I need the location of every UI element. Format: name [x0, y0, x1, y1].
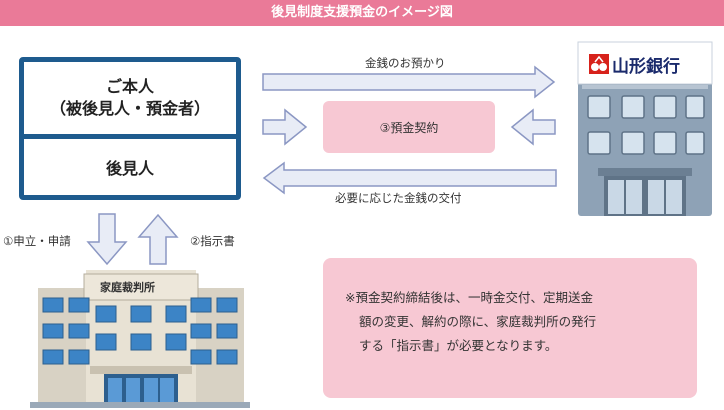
instruction-label: ②指示書: [190, 234, 235, 248]
note-box: ※預金契約締結後は、一時金交付、定期送金 額の変更、解約の際に、家庭裁判所の発行…: [323, 258, 697, 398]
apply-label: ①申立・申請: [3, 234, 71, 248]
principal-label: ご本人: [105, 77, 154, 96]
deposit-label: 金銭のお預かり: [365, 56, 446, 70]
court-name: 家庭裁判所: [100, 281, 155, 294]
payout-label: 必要に応じた金銭の交付: [335, 191, 462, 205]
principal-sublabel: （被後見人・預金者）: [49, 99, 210, 118]
guardian-cell: 後見人: [105, 159, 154, 178]
person-box: ご本人 （被後見人・預金者） 後見人: [19, 57, 241, 200]
bank-name: 山形銀行: [612, 57, 680, 77]
principal-cell: ご本人 （被後見人・預金者）: [24, 62, 236, 139]
note-line-2: 額の変更、解約の際に、家庭裁判所の発行: [359, 314, 597, 329]
diagram-title: 後見制度支援預金のイメージ図: [0, 0, 724, 26]
note-line-3: する「指示書」が必要となります。: [359, 338, 558, 353]
note-line-1: ※預金契約締結後は、一時金交付、定期送金: [345, 290, 593, 305]
contract-box: ③預金契約: [323, 101, 495, 153]
